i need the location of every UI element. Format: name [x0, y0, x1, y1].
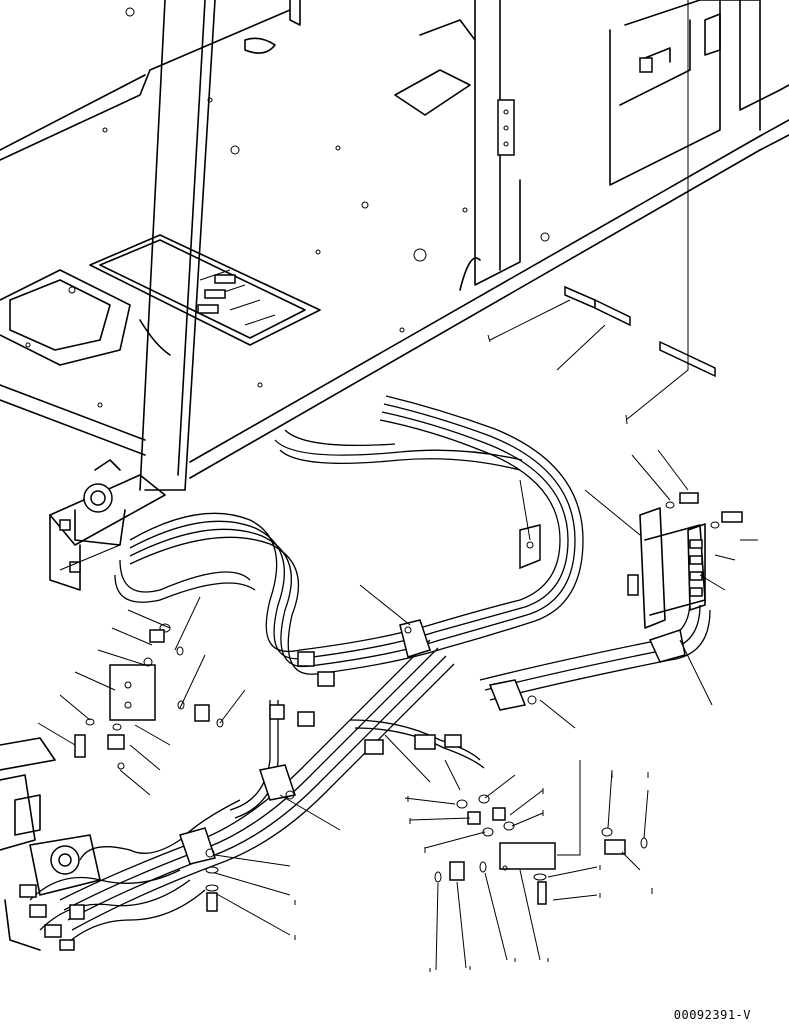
- reference-ticks: [294, 334, 653, 972]
- lower-clamp-bolt: [205, 866, 219, 912]
- ppc-valve-lower: [0, 737, 101, 951]
- floor-bolt-holes: [25, 7, 550, 408]
- right-bracket: [627, 492, 743, 629]
- fittings-right: [269, 651, 648, 905]
- ppc-valve-left: [49, 459, 166, 591]
- drawing-number: 00092391-V: [673, 1008, 751, 1022]
- leader-lines: [37, 0, 758, 971]
- cab-post: [139, 0, 216, 491]
- fittings-left: [74, 623, 224, 770]
- hose-clamps: [179, 524, 686, 865]
- shim-plates: [564, 285, 716, 378]
- cab-floor-frame: [0, 0, 789, 479]
